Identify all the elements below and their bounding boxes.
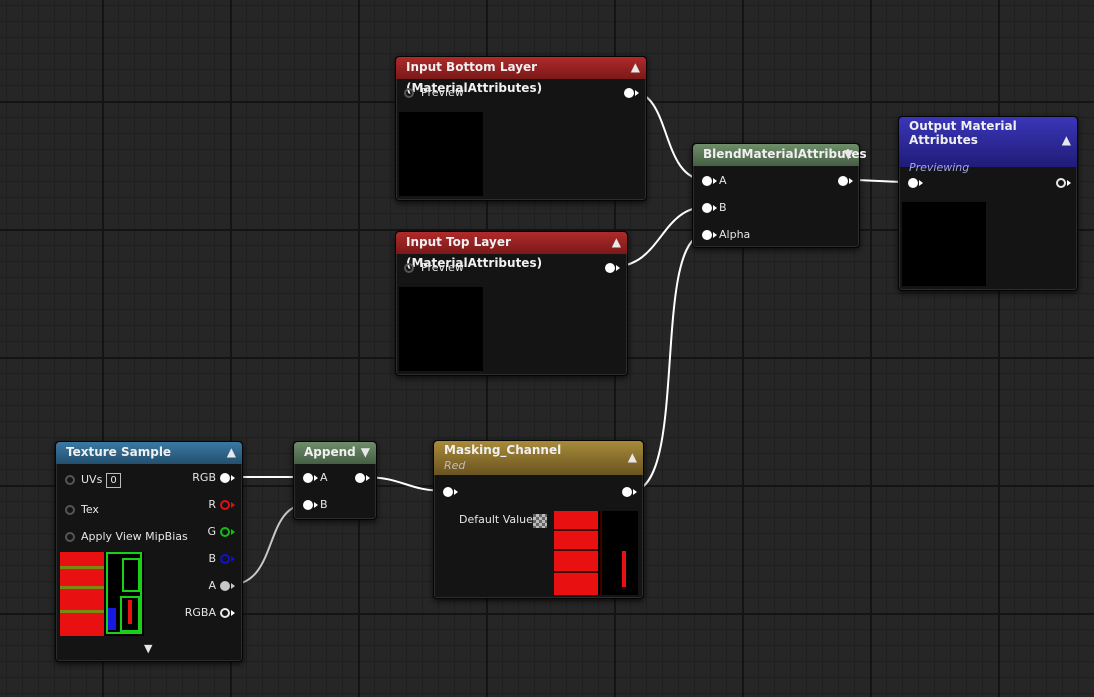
rgba-label: RGBA xyxy=(184,606,216,619)
g-output-pin[interactable] xyxy=(220,527,230,537)
chevron-up-icon[interactable]: ▲ xyxy=(1061,133,1071,147)
masking-output-pin[interactable] xyxy=(622,487,632,497)
chevron-up-icon[interactable]: ▲ xyxy=(627,450,637,464)
append-pin-a-label: A xyxy=(320,471,328,484)
tex-label: Tex xyxy=(81,503,99,516)
node-header[interactable]: Append ▼ xyxy=(294,442,376,464)
preview-output-pin[interactable] xyxy=(605,263,615,273)
preview-input-pin[interactable] xyxy=(404,263,414,273)
node-input-top-layer[interactable]: Input Top Layer (MaterialAttributes) ▲ P… xyxy=(395,231,628,376)
pin-arrow-icon xyxy=(713,178,717,184)
node-title: Texture Sample xyxy=(66,445,172,459)
pin-arrow-icon xyxy=(314,502,318,508)
g-label: G xyxy=(207,525,216,538)
output-input-pin[interactable] xyxy=(908,178,918,188)
pin-arrow-icon xyxy=(231,583,235,589)
pin-arrow-icon xyxy=(713,205,717,211)
append-output-pin[interactable] xyxy=(355,473,365,483)
chevron-down-icon[interactable]: ▼ xyxy=(360,445,370,459)
masking-input-pin[interactable] xyxy=(443,487,453,497)
node-title: Masking_Channel xyxy=(444,443,562,457)
pin-arrow-icon xyxy=(454,489,458,495)
a-output-pin[interactable] xyxy=(220,581,230,591)
pin-arrow-icon xyxy=(616,265,620,271)
blend-pin-a[interactable] xyxy=(702,176,712,186)
node-title: Append xyxy=(304,445,356,459)
node-input-bottom-layer[interactable]: Input Bottom Layer (MaterialAttributes) … xyxy=(395,56,647,201)
chevron-down-icon[interactable]: ▼ xyxy=(843,147,853,161)
chevron-up-icon[interactable]: ▲ xyxy=(226,445,236,459)
rgb-label: RGB xyxy=(192,471,216,484)
default-value-thumbnail[interactable] xyxy=(554,511,638,595)
pin-arrow-icon xyxy=(713,232,717,238)
pin-arrow-icon xyxy=(1067,180,1071,186)
pin-arrow-icon xyxy=(314,475,318,481)
pin-arrow-icon xyxy=(231,556,235,562)
pin-arrow-icon xyxy=(231,502,235,508)
chevron-up-icon[interactable]: ▲ xyxy=(630,60,640,74)
node-header[interactable]: BlendMaterialAttributes ▼ xyxy=(693,144,867,166)
preview-thumbnail xyxy=(399,112,483,196)
mipbias-label: Apply View MipBias xyxy=(81,530,188,543)
uvs-input-pin[interactable] xyxy=(65,475,75,485)
node-blend-material-attributes[interactable]: BlendMaterialAttributes ▼ A B Alpha xyxy=(692,143,867,248)
pin-arrow-icon xyxy=(633,489,637,495)
r-label: R xyxy=(208,498,216,511)
append-pin-a[interactable] xyxy=(303,473,313,483)
pin-arrow-icon xyxy=(849,178,853,184)
default-value-label: Default Value xyxy=(459,513,533,526)
append-pin-b[interactable] xyxy=(303,500,313,510)
node-title: Output Material Attributes xyxy=(909,119,1017,147)
uvs-value-field[interactable]: 0 xyxy=(106,473,121,488)
node-title: BlendMaterialAttributes xyxy=(703,147,867,161)
node-header[interactable]: Input Top Layer (MaterialAttributes) ▲ xyxy=(396,232,627,270)
pin-arrow-icon xyxy=(231,475,235,481)
texture-thumbnail xyxy=(60,552,144,636)
blend-pin-a-label: A xyxy=(719,174,727,187)
rgb-output-pin[interactable] xyxy=(220,473,230,483)
preview-label: Preview xyxy=(421,261,464,274)
node-masking-channel[interactable]: Masking_Channel Red ▲ Default Value xyxy=(433,440,644,599)
node-header[interactable]: Output Material Attributes Previewing ▲ xyxy=(899,117,1077,174)
preview-label: Preview xyxy=(421,86,464,99)
b-label: B xyxy=(208,552,216,565)
node-header[interactable]: Texture Sample ▲ xyxy=(56,442,242,464)
preview-input-pin[interactable] xyxy=(404,88,414,98)
node-header[interactable]: Masking_Channel Red ▲ xyxy=(434,441,643,475)
node-subtitle: Previewing xyxy=(909,161,970,174)
pin-arrow-icon xyxy=(635,90,639,96)
node-title: Input Top Layer (MaterialAttributes) xyxy=(406,235,543,270)
a-label: A xyxy=(208,579,216,592)
tex-input-pin[interactable] xyxy=(65,505,75,515)
blend-pin-b-label: B xyxy=(719,201,727,214)
b-output-pin[interactable] xyxy=(220,554,230,564)
preview-thumbnail xyxy=(902,202,986,286)
output-output-pin[interactable] xyxy=(1056,178,1066,188)
mipbias-input-pin[interactable] xyxy=(65,532,75,542)
append-pin-b-label: B xyxy=(320,498,328,511)
pin-arrow-icon xyxy=(919,180,923,186)
node-title: Input Bottom Layer (MaterialAttributes) xyxy=(406,60,543,95)
preview-output-pin[interactable] xyxy=(624,88,634,98)
texture-checker-icon[interactable] xyxy=(533,514,547,528)
r-output-pin[interactable] xyxy=(220,500,230,510)
pin-arrow-icon xyxy=(231,529,235,535)
node-output-material-attributes[interactable]: Output Material Attributes Previewing ▲ xyxy=(898,116,1078,291)
blend-pin-alpha-label: Alpha xyxy=(719,228,751,241)
node-append[interactable]: Append ▼ A B xyxy=(293,441,377,520)
rgba-output-pin[interactable] xyxy=(220,608,230,618)
blend-output-pin[interactable] xyxy=(838,176,848,186)
chevron-up-icon[interactable]: ▲ xyxy=(611,235,621,249)
blend-pin-alpha[interactable] xyxy=(702,230,712,240)
chevron-down-icon[interactable]: ▼ xyxy=(144,642,153,655)
pin-arrow-icon xyxy=(231,610,235,616)
node-header[interactable]: Input Bottom Layer (MaterialAttributes) … xyxy=(396,57,646,95)
node-subtitle: Red xyxy=(444,459,466,472)
pin-arrow-icon xyxy=(366,475,370,481)
preview-thumbnail xyxy=(399,287,483,371)
blend-pin-b[interactable] xyxy=(702,203,712,213)
